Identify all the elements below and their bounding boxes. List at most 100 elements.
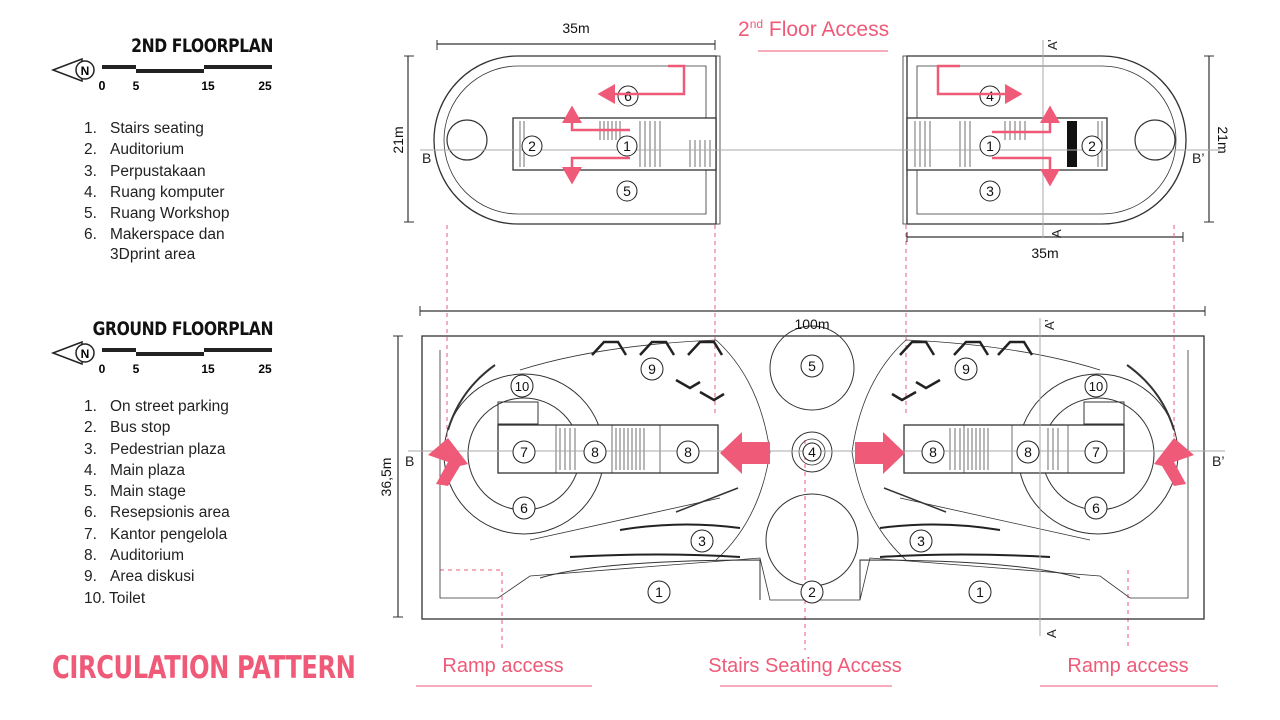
list-item: 6.Makerspace dan [84,226,225,244]
svg-text:8: 8 [684,444,692,460]
discussion-furniture [591,340,1034,402]
scale-bar-seg [136,352,204,356]
svg-text:8: 8 [929,444,937,460]
svg-text:2: 2 [1088,138,1096,154]
svg-text:2: 2 [808,584,816,600]
list-item: 1.On street parking [84,398,229,415]
second-floor-north-scale: N 0 5 15 25 [50,57,272,93]
svg-text:9: 9 [648,361,656,377]
svg-text:2: 2 [528,138,536,154]
section-label-a2: A’ [1045,39,1060,50]
svg-text:3: 3 [698,533,706,549]
list-item: 3Dprint area [110,245,196,263]
ground-section-label-a2: A’ [1042,319,1057,330]
svg-text:9: 9 [962,361,970,377]
svg-text:5: 5 [623,183,631,199]
svg-text:1: 1 [976,584,984,600]
dim-ground-width: 100m [794,316,829,332]
room-bubble: 3 [909,529,933,553]
room-bubble: 10 [1084,374,1108,398]
list-item: 6.Resepsionis area [84,504,230,522]
section-label-b2: B’ [1192,150,1204,166]
svg-text:5: 5 [808,358,816,374]
svg-text:1: 1 [986,138,994,154]
room-bubble: 5 [800,354,824,378]
svg-text:6: 6 [1092,500,1100,516]
scale-tick: 5 [133,79,140,93]
north-label: N [81,347,90,361]
north-label: N [81,64,90,78]
ramp-arrow-right-icon [1154,438,1194,486]
guide-lines [440,225,1175,650]
list-item: 2.Auditorium [84,141,185,159]
second-floor-heading: 2ND FLOORPLAN [131,35,273,57]
ramp-access-right-label: Ramp access [1067,655,1188,677]
section-label-a: A [1049,229,1064,238]
second-floor-right-building [902,55,1214,242]
dim-left-width: 35m [562,20,589,36]
room-bubble: 9 [954,357,978,381]
list-item: 8.Auditorium [84,547,185,565]
room-bubble: 5 [616,180,638,202]
scale-bar-seg [136,69,204,73]
svg-text:8: 8 [1024,444,1032,460]
list-item: 5.Ruang Workshop [84,205,230,223]
dim-ground-height: 36,5m [378,458,394,497]
list-item: 1.Stairs seating [84,120,204,137]
scale-tick: 0 [99,79,106,93]
room-bubble: 6 [617,85,639,107]
scale-bar-seg [204,348,272,352]
north-circle-icon [75,60,95,80]
room-bubble: 10 [510,374,534,398]
svg-text:8: 8 [591,444,599,460]
svg-text:7: 7 [1092,444,1100,460]
room-bubble: 8 [1016,440,1040,464]
svg-text:7: 7 [520,444,528,460]
ground-circulation-arrows [428,432,1194,486]
ground-section-label-a: A [1044,629,1059,638]
second-floor-legend: 1.Stairs seating 2.Auditorium 3.Perpusta… [84,118,229,264]
room-bubble: 1 [979,135,1001,157]
room-bubble: 1 [647,580,671,604]
dim-right-height: 21m [1215,126,1231,153]
list-item: 10.Toilet [84,589,146,607]
room-bubble: 8 [676,440,700,464]
scale-tick: 15 [201,362,215,376]
svg-text:1: 1 [655,584,663,600]
second-floor-access-title: 2nd Floor Access [738,17,889,41]
room-bubble: 2 [521,135,543,157]
second-floor-room-numbers: 6 1 2 5 4 1 2 3 [521,85,1103,202]
list-item: 7.Kantor pengelola [84,525,228,543]
scale-tick: 25 [258,79,272,93]
room-bubble: 3 [690,529,714,553]
svg-text:3: 3 [986,183,994,199]
room-bubble: 7 [1084,440,1108,464]
scale-tick: 15 [201,79,215,93]
room-bubble: 6 [512,496,536,520]
room-bubble: 7 [512,440,536,464]
scale-bar-seg [204,65,272,69]
dim-right-width: 35m [1031,245,1058,261]
svg-text:1: 1 [623,138,631,154]
scale-bar-seg [102,65,136,69]
room-bubble: 9 [640,357,664,381]
list-item: 3.Pedestrian plaza [84,440,226,458]
room-bubble: 1 [968,580,992,604]
scale-tick: 0 [99,362,106,376]
ground-floor-legend: 1.On street parking 2.Bus stop 3.Pedestr… [84,396,230,609]
svg-text:3: 3 [917,533,925,549]
section-label-b: B [422,150,431,166]
list-item: 4.Ruang komputer [84,183,225,201]
second-floor-left-building [404,40,721,225]
svg-text:4: 4 [808,444,816,460]
svg-text:4: 4 [986,88,994,104]
svg-text:10: 10 [515,379,529,394]
list-item: 3.Perpustakaan [84,162,206,180]
room-bubble: 2 [1081,135,1103,157]
room-bubble: 4 [802,442,822,462]
ramp-arrow-left-icon [428,438,468,486]
arrow-left-icon [720,432,770,474]
room-bubble: 3 [979,180,1001,202]
list-item: 5.Main stage [84,483,186,501]
